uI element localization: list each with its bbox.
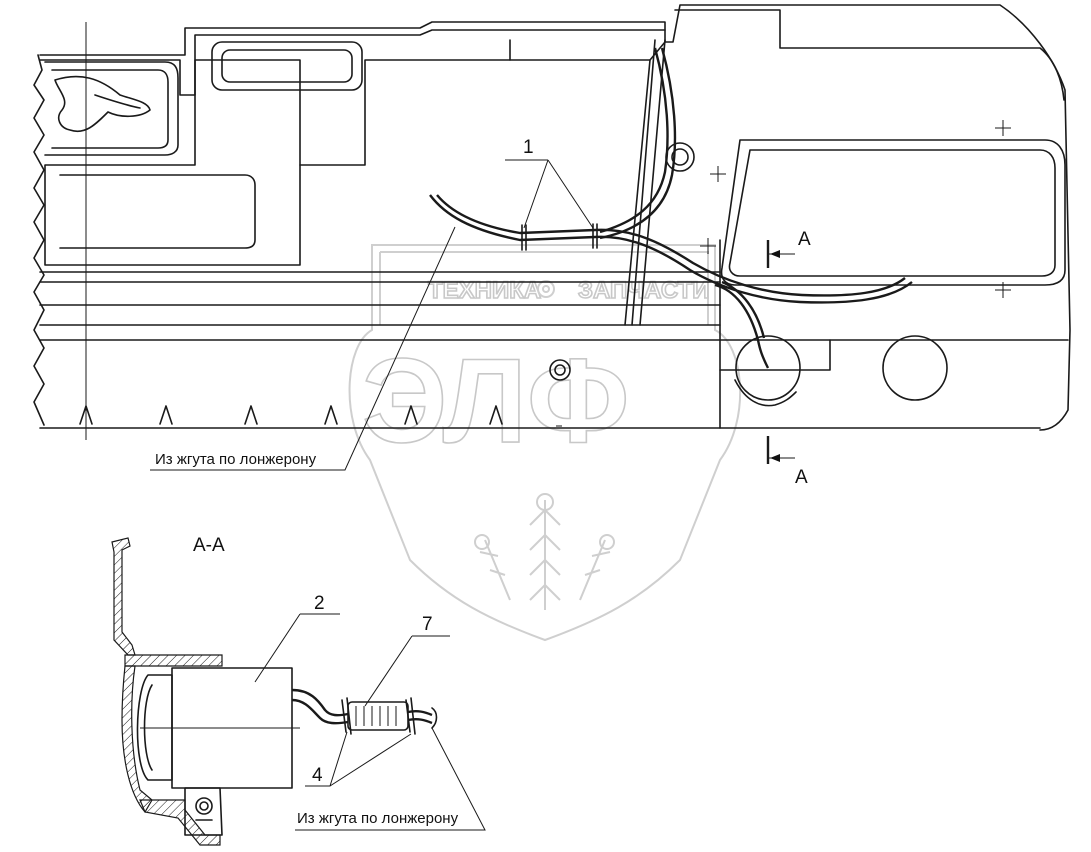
watermark-brand-large: ЭЛФ [362, 334, 629, 468]
section-mark-bottom: A [766, 436, 808, 488]
break-line [33, 54, 45, 426]
lamp-opening [735, 335, 801, 401]
wire-harness [429, 47, 913, 369]
watermark-shield [348, 244, 742, 642]
harness-note-main: Из жгута по лонжерону [155, 451, 317, 468]
crosshair-marks [700, 120, 1011, 298]
watermark-wheat-icon [474, 493, 615, 610]
main-view: 1 A A Из жгута по лонжерону [33, 4, 1071, 488]
clamp-1 [521, 224, 527, 251]
lamp-lens [136, 674, 173, 781]
clamp-4b [405, 697, 416, 735]
section-mark-top: A [766, 229, 811, 268]
watermark: ТЕХНИКА ЗАПЧАСТИ ЭЛФ [348, 244, 742, 642]
connector [347, 701, 409, 731]
harness-note-detail: Из жгута по лонжерону [297, 810, 459, 827]
callout-2: 2 [314, 593, 325, 614]
section-label-a-bottom: A [795, 467, 808, 488]
lamp-clip [184, 787, 223, 836]
teeth [79, 405, 503, 425]
callout-7: 7 [422, 614, 433, 635]
watermark-gear-icon [537, 280, 555, 298]
right-window [720, 139, 1066, 286]
section-label-a-top: A [798, 229, 811, 250]
callout-1: 1 [523, 137, 534, 158]
lamp-opening-right [882, 335, 948, 401]
panel-wall [111, 537, 136, 656]
handle-recess [44, 61, 179, 156]
section-view-aa: A-A 2 7 4 [111, 535, 486, 846]
top-slot [211, 41, 363, 91]
watermark-brand-left: ТЕХНИКА [428, 277, 541, 304]
section-view-title: A-A [193, 535, 225, 556]
callout-4: 4 [312, 765, 323, 786]
fastener [665, 142, 695, 172]
clamp-4a [341, 697, 352, 735]
